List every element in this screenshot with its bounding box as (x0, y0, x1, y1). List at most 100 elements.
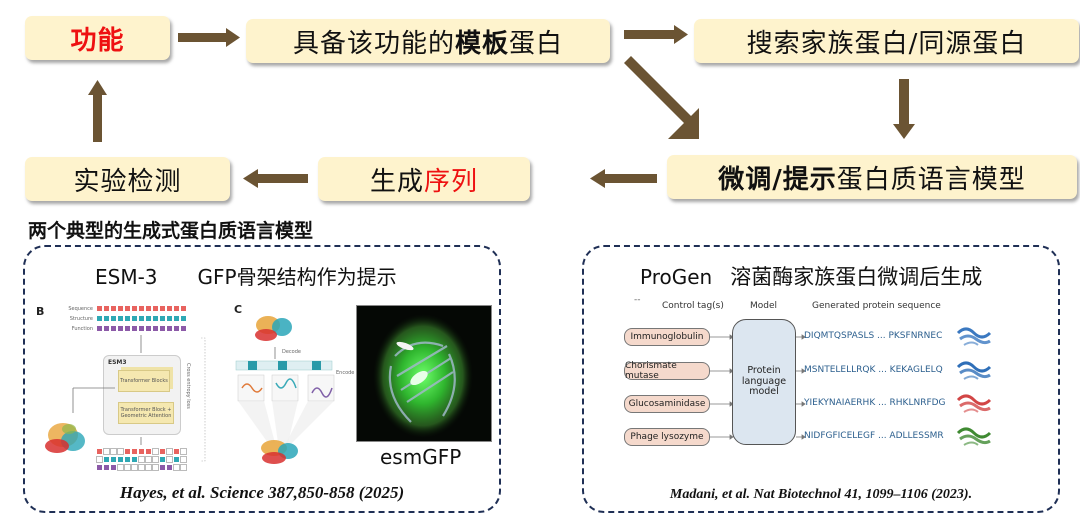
token-cell (124, 448, 131, 455)
token-cell (152, 456, 159, 463)
step-generate-red: 序列 (424, 166, 479, 197)
token-cell (145, 315, 152, 322)
token-cell (103, 315, 110, 322)
generated-sequence: DIQMTQSPASLS ... PKSFNRNEC (804, 331, 943, 341)
token-cell (159, 315, 166, 322)
row-label-structure: Structure (69, 316, 93, 322)
step-plm-post: 蛋白质语言模型 (836, 164, 1026, 195)
header-model: Model (750, 301, 778, 311)
esm3-model-name: ESM-3 (95, 265, 158, 289)
input-row-function (96, 464, 187, 471)
arrow-left-2 (243, 169, 308, 188)
arrow-up (88, 80, 107, 142)
token-cell (110, 325, 117, 332)
token-cell (180, 325, 187, 332)
arrow-right-1 (178, 28, 240, 47)
generated-sequence: MSNTELELLRQK ... KEKAGLELQ (804, 365, 943, 375)
step-generate-sequence: 生成序列 (318, 157, 530, 201)
token-cell (124, 315, 131, 322)
token-cell (173, 464, 180, 471)
token-cell (138, 325, 145, 332)
token-cell (173, 315, 180, 322)
figure-c-letter: C (234, 303, 243, 316)
control-tag: Immunoglobulin (624, 328, 710, 346)
token-cell (110, 456, 117, 463)
esm3-desc: GFP骨架结构作为提示 (197, 265, 397, 289)
token-cell (166, 305, 173, 312)
generated-sequence: NIDFGFICELEGF ... ADLLESSMR (804, 431, 944, 441)
token-bar (235, 360, 333, 371)
step-function-label: 功能 (70, 25, 125, 56)
token-cell (159, 305, 166, 312)
progen-connectors (710, 334, 806, 440)
encode-label: Encode (336, 370, 355, 376)
token-cell (96, 315, 103, 322)
token-cell (152, 448, 159, 455)
token-cell (131, 448, 138, 455)
token-cell (110, 305, 117, 312)
token-cell (124, 325, 131, 332)
protein-structure-icon (956, 361, 992, 380)
arrow-left-1 (590, 169, 657, 188)
token-cell (96, 305, 103, 312)
token-cell (138, 456, 145, 463)
token-cell (173, 448, 180, 455)
figure-dash: -- (634, 295, 641, 305)
token-cell (145, 305, 152, 312)
token-cell (159, 464, 166, 471)
token-cell (180, 315, 187, 322)
token-cell (173, 305, 180, 312)
input-row-structure (96, 456, 187, 463)
token-cell (103, 456, 110, 463)
token-cell (159, 448, 166, 455)
protein-language-model-box: Protein language model (732, 319, 796, 445)
token-cell (96, 325, 103, 332)
token-cell (131, 464, 138, 471)
token-cell (110, 464, 117, 471)
protein-structure-icon (45, 423, 85, 453)
step-function: 功能 (25, 16, 170, 60)
token-cell (152, 305, 159, 312)
arrow-right-2 (624, 25, 688, 44)
token-cell (145, 448, 152, 455)
token-cell (152, 325, 159, 332)
step-search-label: 搜索家族蛋白/同源蛋白 (746, 28, 1027, 59)
token-cell (110, 448, 117, 455)
token-cell (152, 315, 159, 322)
progen-desc: 溶菌酶家族蛋白微调后生成 (730, 265, 983, 289)
token-cell (124, 305, 131, 312)
protein-structure-icon (956, 327, 992, 346)
arrow-diagonal (624, 56, 699, 139)
control-tag: Chorismate mutase (624, 361, 710, 381)
token-cell (131, 315, 138, 322)
token-cell (138, 305, 145, 312)
step-template-bold: 模板 (454, 28, 509, 59)
token-cell (173, 325, 180, 332)
token-cell (117, 448, 124, 455)
token-cell (96, 464, 103, 471)
token-cell (166, 464, 173, 471)
token-cell (180, 464, 187, 471)
esmgfp-label: esmGFP (380, 445, 462, 469)
token-cell (103, 464, 110, 471)
token-cell (124, 464, 131, 471)
esmgfp-image (356, 305, 492, 442)
token-cell (159, 325, 166, 332)
header-control-tags: Control tag(s) (662, 301, 724, 311)
token-cell (180, 448, 187, 455)
progen-citation: Madani, et al. Nat Biotechnol 41, 1099–1… (669, 487, 973, 502)
token-cell (103, 325, 110, 332)
decode-label: Decode (282, 349, 301, 355)
structure-tokenizer-figure: C (230, 303, 355, 468)
step-template-protein: 具备该功能的模板蛋白 (246, 19, 610, 63)
generated-sequence: YIEKYNAIAERHK ... RHKLNRFDG (804, 398, 946, 408)
token-cell (145, 464, 152, 471)
token-cell (96, 448, 103, 455)
figure-b-structure-graphic (45, 335, 206, 462)
token-cell (173, 456, 180, 463)
esm3-box-title: ESM3 (108, 359, 127, 366)
token-cell (124, 456, 131, 463)
esm3-architecture-figure: B Sequence Structure Function ESM3 Trans… (33, 303, 213, 471)
token-cell (117, 325, 124, 332)
